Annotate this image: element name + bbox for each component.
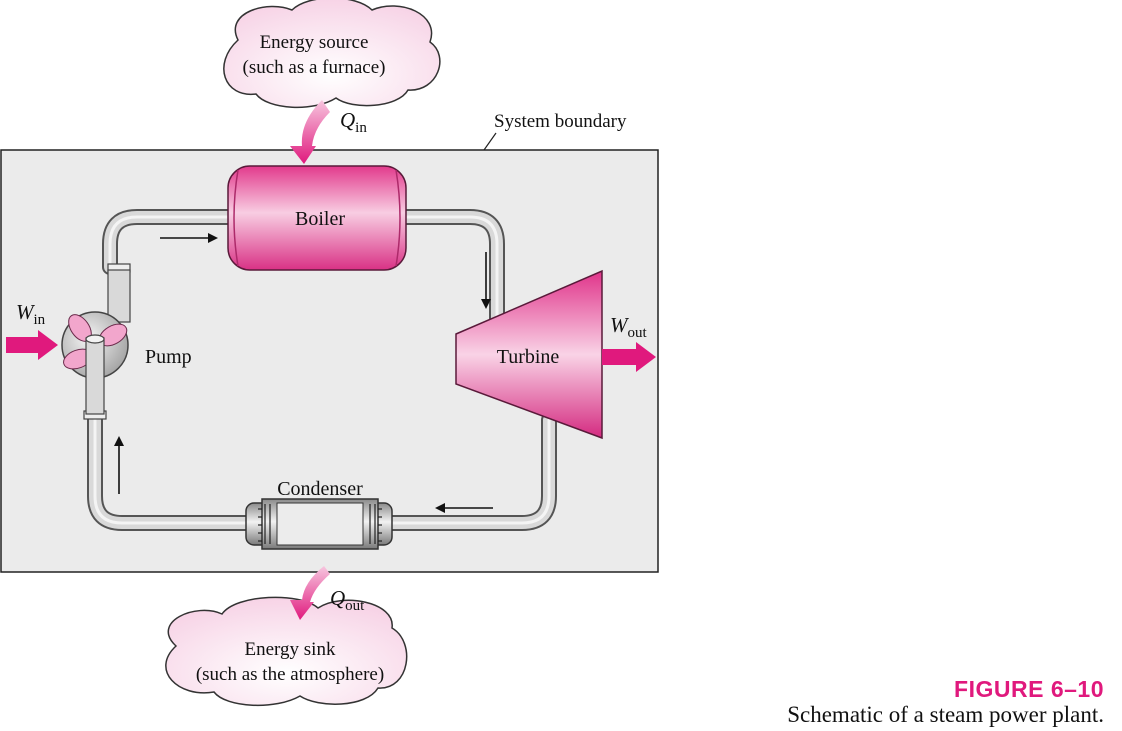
w-out-arrow-icon — [602, 342, 656, 372]
pump-impeller-icon — [63, 314, 128, 370]
pump-label: Pump — [145, 346, 192, 368]
flow-arrow-down-icon — [481, 252, 491, 309]
system-boundary-label: System boundary — [494, 111, 627, 132]
q-in-arrow-icon — [290, 100, 330, 164]
turbine-label: Turbine — [497, 346, 560, 368]
q-in-symbol: Qin — [340, 108, 367, 136]
flow-arrow-right-icon — [160, 233, 218, 243]
condenser — [245, 498, 393, 550]
boiler-label: Boiler — [295, 208, 345, 230]
energy-sink-label-line1: Energy sink — [245, 639, 336, 660]
energy-sink-label-line2: (such as the atmosphere) — [196, 664, 384, 685]
energy-sink-cloud — [165, 596, 408, 706]
flow-arrows — [114, 233, 493, 513]
system-boundary-leader — [483, 132, 497, 151]
q-out-symbol: Qout — [330, 586, 365, 614]
energy-source-label-line1: Energy source — [260, 32, 369, 53]
boiler — [227, 165, 407, 271]
turbine — [455, 269, 603, 440]
figure-caption: Schematic of a steam power plant. — [787, 702, 1104, 727]
q-out-arrow-icon — [290, 566, 330, 620]
condenser-label: Condenser — [277, 478, 363, 500]
flow-arrow-up-icon — [114, 436, 124, 494]
pump — [61, 269, 131, 415]
flow-arrow-left-icon — [435, 503, 493, 513]
energy-source-cloud — [223, 0, 441, 108]
w-in-arrow-icon — [6, 330, 58, 360]
figure-number: FIGURE 6–10 — [954, 676, 1104, 702]
energy-source-label-line2: (such as a furnace) — [243, 57, 386, 78]
w-in-symbol: Win — [16, 300, 46, 328]
pipe-loop — [87, 209, 557, 531]
w-out-symbol: Wout — [610, 313, 648, 341]
